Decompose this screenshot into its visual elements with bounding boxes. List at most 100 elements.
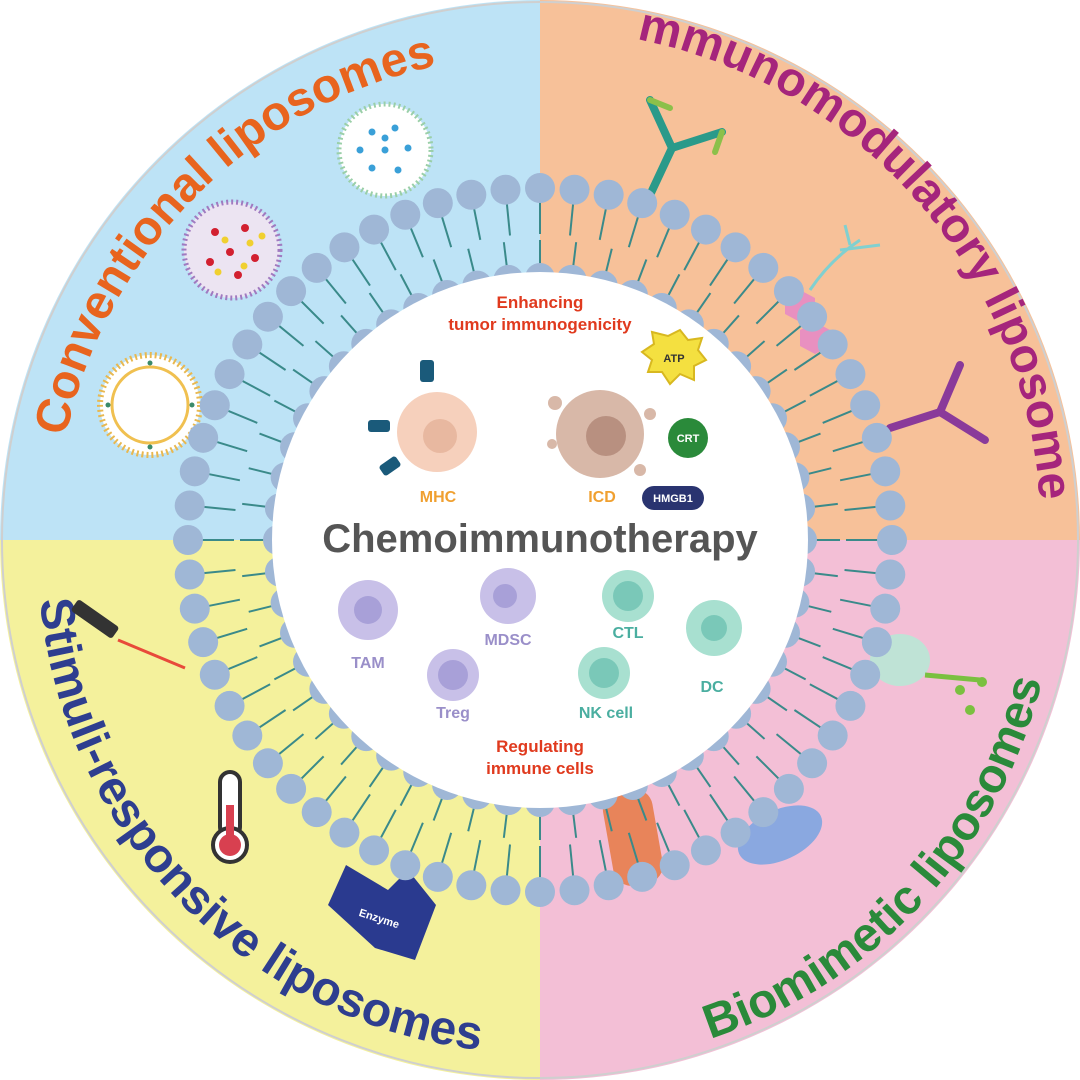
- ctl-cell-icon: [602, 570, 654, 622]
- outer-lipid-head: [748, 252, 779, 283]
- outer-lipid-head: [199, 390, 230, 421]
- outer-lipid-head: [850, 659, 881, 690]
- outer-lipid-head: [252, 301, 283, 332]
- outer-lipid-head: [659, 199, 690, 230]
- outer-lipid-head: [490, 174, 521, 205]
- icd-label: ICD: [588, 489, 616, 506]
- enzyme-icon: Enzyme: [328, 865, 436, 960]
- dc-label: DC: [700, 679, 724, 696]
- hmgb1-badge: HMGB1: [642, 486, 704, 510]
- outer-lipid-head: [214, 690, 245, 721]
- outer-lipid-head: [301, 252, 332, 283]
- outer-lipid-head: [817, 329, 848, 360]
- outer-lipid-head: [835, 359, 866, 390]
- outer-lipid-head: [720, 817, 751, 848]
- nk-cell-label: NK cell: [579, 705, 633, 722]
- dc-cell-icon: [686, 600, 742, 656]
- outer-lipid-head: [173, 525, 203, 555]
- outer-lipid-head: [720, 232, 751, 263]
- liposome-loaded-icon: [181, 199, 283, 301]
- outer-lipid-head: [199, 659, 230, 690]
- outer-lipid-head: [659, 850, 690, 881]
- outer-lipid-head: [179, 456, 210, 487]
- outer-lipid-head: [748, 797, 779, 828]
- liposome-blue-cargo-icon: [336, 101, 434, 199]
- laser-icon: [71, 600, 186, 670]
- crt-badge: CRT: [668, 418, 708, 458]
- outer-lipid-head: [593, 870, 624, 901]
- tam-cell-icon: [338, 580, 398, 640]
- outer-lipid-head: [490, 875, 521, 906]
- outer-lipid-head: [877, 525, 907, 555]
- outer-lipid-head: [773, 276, 804, 307]
- outer-lipid-head: [817, 720, 848, 751]
- outer-lipid-head: [627, 188, 658, 219]
- outer-lipid-head: [690, 835, 721, 866]
- mdsc-label: MDSC: [484, 632, 532, 649]
- orange-protein-icon: [602, 789, 663, 886]
- bottom-label-line2: immune cells: [486, 759, 594, 778]
- outer-lipid-head: [690, 214, 721, 245]
- outer-lipid-head: [525, 173, 555, 203]
- outer-lipid-head: [276, 276, 307, 307]
- outer-lipid-head: [875, 559, 906, 590]
- antibody-icon-purple: [886, 361, 989, 444]
- antibody-icon-green: [646, 96, 726, 199]
- outer-lipid-head: [797, 301, 828, 332]
- outer-lipid-head: [870, 593, 901, 624]
- outer-lipid-head: [329, 817, 360, 848]
- outer-lipid-head: [390, 199, 421, 230]
- outer-lipid-head: [276, 773, 307, 804]
- outer-lipid-head: [329, 232, 360, 263]
- atp-badge: ATP: [640, 328, 708, 386]
- outer-lipid-head: [359, 214, 390, 245]
- crt-label: CRT: [677, 433, 700, 445]
- outer-lipid-head: [188, 627, 219, 658]
- outer-lipid-head: [390, 850, 421, 881]
- outer-lipid-head: [179, 593, 210, 624]
- outer-lipid-head: [422, 188, 453, 219]
- outer-lipid-head: [252, 748, 283, 779]
- outer-lipid-head: [870, 456, 901, 487]
- outer-lipid-head: [456, 179, 487, 210]
- outer-lipid-head: [214, 359, 245, 390]
- outer-lipid-head: [359, 835, 390, 866]
- outer-lipid-head: [627, 861, 658, 892]
- outer-lipid-head: [861, 627, 892, 658]
- outer-lipid-head: [559, 875, 590, 906]
- icd-cell-icon: [547, 390, 656, 478]
- nk-cell-icon: [578, 647, 630, 699]
- outer-lipid-head: [850, 390, 881, 421]
- top-label-line2: tumor immunogenicity: [448, 315, 632, 334]
- hmgb1-label: HMGB1: [653, 493, 693, 505]
- tam-label: TAM: [351, 655, 384, 672]
- outer-lipid-head: [875, 490, 906, 521]
- mdsc-cell-icon: [480, 568, 536, 624]
- outer-lipid-head: [456, 870, 487, 901]
- outer-lipid-head: [861, 422, 892, 453]
- outer-lipid-head: [797, 748, 828, 779]
- outer-lipid-head: [174, 490, 205, 521]
- outer-lipid-head: [174, 559, 205, 590]
- atp-label: ATP: [663, 353, 684, 365]
- inner-core: [272, 272, 808, 808]
- center-title: Chemoimmunotherapy: [322, 517, 758, 561]
- outer-lipid-head: [232, 720, 263, 751]
- outer-lipid-head: [525, 877, 555, 907]
- outer-lipid-head: [835, 690, 866, 721]
- outer-lipid-head: [232, 329, 263, 360]
- outer-lipid-head: [559, 174, 590, 205]
- top-label-line1: Enhancing: [497, 293, 584, 312]
- mhc-label: MHC: [420, 489, 457, 506]
- liposome-empty-icon: [97, 352, 203, 458]
- outer-lipid-head: [422, 861, 453, 892]
- outer-lipid-head: [188, 422, 219, 453]
- mhc-cell-icon: [368, 360, 477, 476]
- thermometer-icon: [211, 770, 249, 864]
- outer-lipid-head: [301, 797, 332, 828]
- treg-cell-icon: [427, 649, 479, 701]
- bottom-label-line1: Regulating: [496, 737, 584, 756]
- outer-lipid-head: [773, 773, 804, 804]
